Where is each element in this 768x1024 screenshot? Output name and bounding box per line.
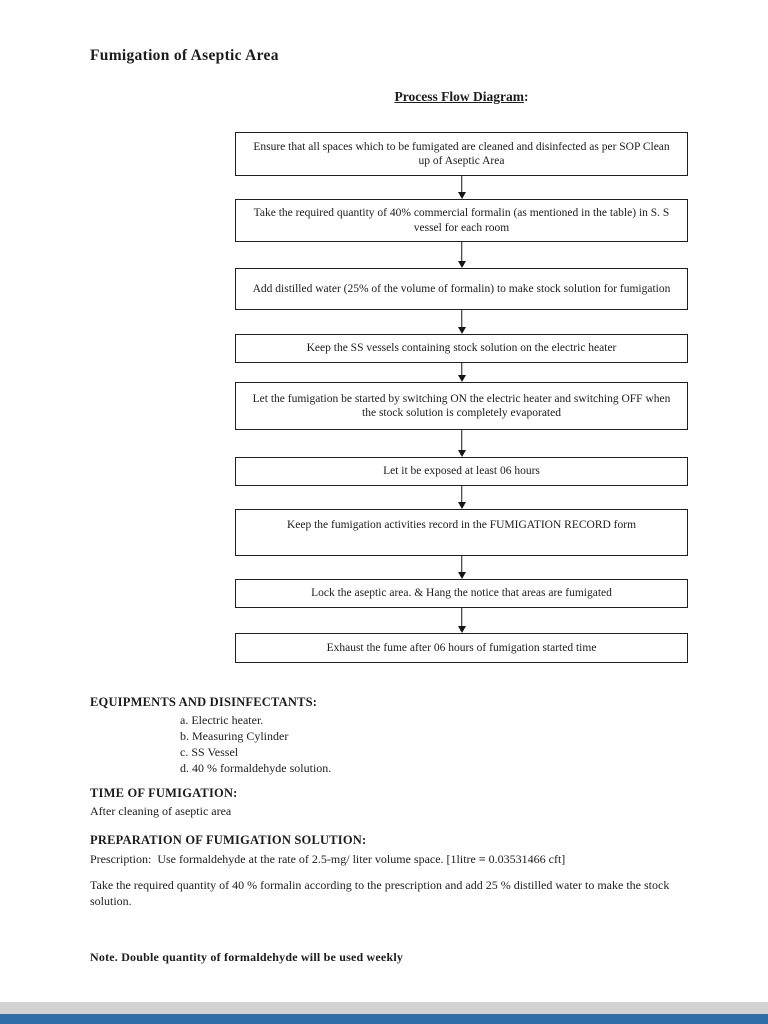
prescription-line: Prescription: Use formaldehyde at the ra… <box>90 852 566 866</box>
down-arrow-icon <box>235 242 688 268</box>
flow-step-3: Add distilled water (25% of the volume o… <box>235 268 688 310</box>
footer-blue-bar <box>0 1014 768 1024</box>
flow-step-6: Let it be exposed at least 06 hours <box>235 457 688 486</box>
footer-gray-bar <box>0 1002 768 1014</box>
diagram-heading-colon: : <box>523 89 529 104</box>
down-arrow-icon <box>235 486 688 509</box>
flow-step-5: Let the fumigation be started by switchi… <box>235 382 688 430</box>
down-arrow-icon <box>235 430 688 457</box>
flow-step-4: Keep the SS vessels containing stock sol… <box>235 334 688 363</box>
note-line: Note. Double quantity of formaldehyde wi… <box>90 950 404 964</box>
down-arrow-icon <box>235 176 688 199</box>
flow-step-8: Lock the aseptic area. & Hang the notice… <box>235 579 688 608</box>
down-arrow-icon <box>235 556 688 579</box>
preparation-heading: PREPARATION OF FUMIGATION SOLUTION: <box>90 833 367 847</box>
list-item: a. Electric heater. <box>180 713 264 727</box>
list-item: c. SS Vessel <box>180 745 239 759</box>
down-arrow-icon <box>235 363 688 382</box>
down-arrow-icon <box>235 608 688 633</box>
equipments-list: a. Electric heater. b. Measuring Cylinde… <box>180 712 331 776</box>
diagram-heading-text: Process Flow Diagram <box>394 89 524 104</box>
time-of-fumigation-heading: TIME OF FUMIGATION: <box>90 786 238 800</box>
flow-step-9: Exhaust the fume after 06 hours of fumig… <box>235 633 688 663</box>
page-title: Fumigation of Aseptic Area <box>90 47 279 64</box>
flow-step-1: Ensure that all spaces which to be fumig… <box>235 132 688 176</box>
down-arrow-icon <box>235 310 688 334</box>
list-item: b. Measuring Cylinder <box>180 729 289 743</box>
flow-step-2: Take the required quantity of 40% commer… <box>235 199 688 242</box>
flow-step-7: Keep the fumigation activities record in… <box>235 509 688 556</box>
list-item: d. 40 % formaldehyde solution. <box>180 761 332 775</box>
process-flow-diagram: Ensure that all spaces which to be fumig… <box>235 132 688 663</box>
time-of-fumigation-body: After cleaning of aseptic area <box>90 804 232 818</box>
equipments-heading: EQUIPMENTS AND DISINFECTANTS: <box>90 695 318 709</box>
diagram-heading: Process Flow Diagram: <box>235 89 688 105</box>
preparation-paragraph: Take the required quantity of 40 % forma… <box>90 878 673 908</box>
